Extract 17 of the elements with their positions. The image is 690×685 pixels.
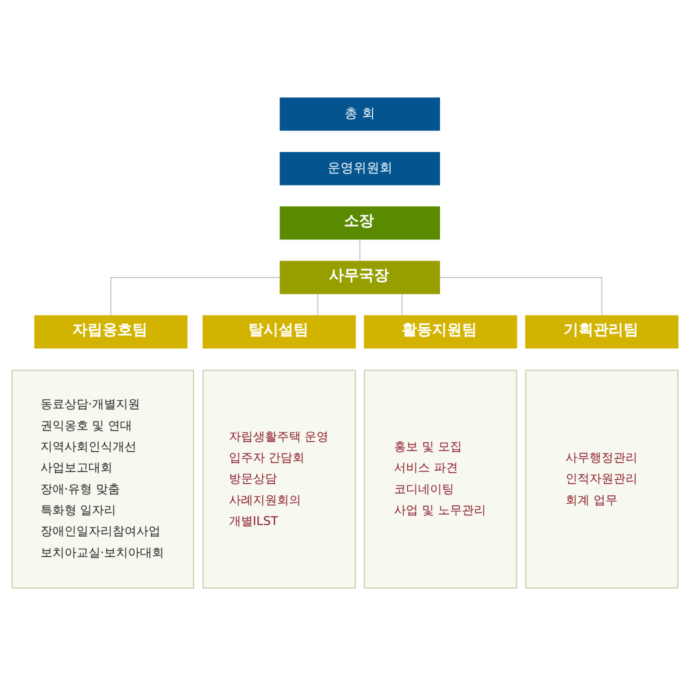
node-box: 총 회 bbox=[280, 97, 440, 130]
node-box: 운영위원회 bbox=[280, 151, 440, 185]
connector bbox=[110, 276, 280, 316]
node-box: 자립생활주택 운영 입주자 간담회 방문상담 사례지원회의 개별ILST bbox=[202, 369, 356, 588]
connector bbox=[359, 238, 360, 261]
node-box: 활동지원팀 bbox=[364, 314, 518, 348]
connector bbox=[440, 276, 602, 316]
connector bbox=[317, 293, 318, 316]
connector bbox=[401, 293, 402, 316]
node-box: 홍보 및 모집 서비스 파견 코디네이팅 사업 및 노무관리 bbox=[364, 369, 518, 588]
node-box: 사무행정관리 인적자원관리 회계 업무 bbox=[525, 369, 678, 588]
node-box: 사무국장 bbox=[280, 260, 440, 294]
node-box: 탈시설팀 bbox=[202, 314, 356, 348]
node-box: 소장 bbox=[280, 206, 440, 240]
node-box: 기획관리팀 bbox=[525, 314, 678, 348]
node-box: 자립옹호팀 bbox=[34, 314, 188, 348]
node-box: 동료상담·개별지원 권익옹호 및 연대 지역사회인식개선 사업보고대회 장애·유형 맞춤 특화형 일자리 장애인일자리참여사업 보치아교실·보치아대회 bbox=[12, 369, 194, 588]
